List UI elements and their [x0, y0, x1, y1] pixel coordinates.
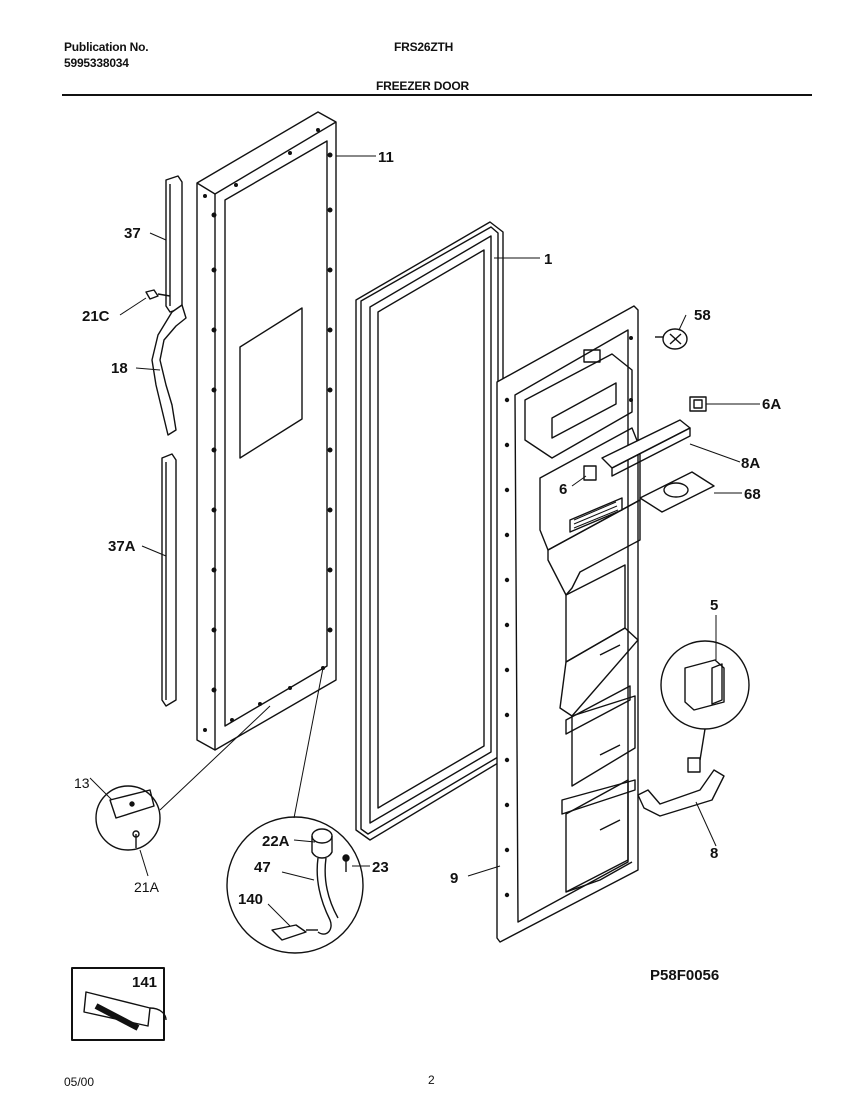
- section-title: FREEZER DOOR: [376, 79, 469, 93]
- clip-6a: [689, 396, 707, 412]
- screw-58: [655, 328, 688, 350]
- part-label-47: 47: [254, 859, 271, 876]
- part-label-8: 8: [710, 845, 718, 862]
- door-gasket: [355, 221, 504, 841]
- inset-box-141: [71, 967, 167, 1041]
- part-label-58: 58: [694, 307, 711, 324]
- part-label-22a: 22A: [262, 833, 290, 850]
- header-rule: [62, 94, 812, 96]
- part-label-8a: 8A: [741, 455, 760, 472]
- part-label-6a: 6A: [762, 396, 781, 413]
- clip-6: [583, 465, 597, 481]
- leader-lines: [89, 155, 760, 927]
- footer-date: 05/00: [64, 1075, 95, 1089]
- part-label-11: 11: [378, 149, 394, 166]
- part-label-21a: 21A: [134, 879, 160, 895]
- inner-door-liner: [496, 305, 641, 943]
- part-label-37: 37: [124, 225, 141, 242]
- part-label-23: 23: [372, 859, 389, 876]
- door-handle-bracket: [151, 304, 187, 436]
- model-number: FRS26ZTH: [394, 40, 454, 54]
- footer-page-number: 2: [428, 1073, 435, 1087]
- diagram-code: P58F0056: [650, 967, 719, 984]
- screw-21c: [145, 289, 171, 300]
- part-label-21c: 21C: [82, 308, 110, 325]
- bar-8a: [601, 419, 691, 477]
- lower-rail: [161, 453, 177, 707]
- part-label-68: 68: [744, 486, 761, 503]
- part-label-6: 6: [559, 481, 567, 498]
- detail-circle-5: [660, 640, 750, 761]
- shelf-bracket-8: [637, 757, 725, 817]
- part-label-9: 9: [450, 870, 458, 887]
- part-label-18: 18: [111, 360, 128, 377]
- button-68: [639, 471, 715, 513]
- part-label-1: 1: [544, 251, 552, 268]
- part-label-140: 140: [238, 891, 263, 908]
- part-label-37a: 37A: [108, 538, 136, 555]
- detail-circle-13: [95, 785, 161, 851]
- part-label-5: 5: [710, 597, 718, 614]
- top-hinge-rail: [165, 175, 183, 313]
- publication-number: 5995338034: [64, 56, 129, 70]
- publication-label: Publication No.: [64, 40, 149, 54]
- outer-door-panel: [196, 111, 337, 751]
- part-label-141: 141: [132, 974, 157, 991]
- part-label-13: 13: [74, 775, 90, 791]
- detail-circle-light: [226, 816, 364, 954]
